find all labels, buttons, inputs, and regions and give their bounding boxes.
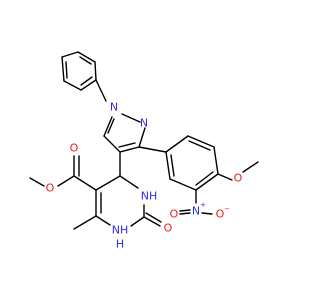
atom-n2: N	[140, 117, 148, 130]
charge-nitro-n: +	[200, 201, 206, 209]
atom-o-methoxy: O	[234, 172, 243, 185]
bond-c2-o	[143, 216, 161, 227]
bond-ester-o	[57, 175, 75, 187]
atom-o-ester: O	[46, 182, 55, 195]
dihydropyrimidinone-ring	[95, 175, 145, 227]
bond-o-methyl-ester	[29, 177, 45, 187]
atom-n1: N	[110, 101, 118, 114]
charge-nitro-o: −	[224, 205, 230, 213]
atom-nh-top: NH	[141, 190, 158, 203]
atom-o-nitro-left: O	[170, 208, 179, 221]
atom-h-bottom: H	[116, 238, 124, 251]
molecule-canvas: N N O N + O O − O O NH NH H O	[29, 51, 259, 251]
atom-o-ester-carbonyl: O	[70, 142, 79, 155]
bond-o-methyl	[242, 161, 259, 173]
atom-o-nitro-right: O	[216, 208, 225, 221]
bond-c2-o-double	[145, 212, 162, 223]
bond-nitro-o-left-double	[179, 209, 191, 212]
bond-nitro-o-left	[179, 212, 191, 215]
methoxy-nitrophenyl-ring	[165, 135, 219, 191]
atom-o-urea: O	[164, 222, 173, 235]
bond-phenyl-n1	[95, 79, 107, 102]
bond-pyrazole-aryl	[138, 146, 167, 153]
phenyl-ring	[61, 51, 97, 91]
structure-diagram: N N O N + O O − O O NH NH H O	[29, 51, 259, 251]
bond-c6-methyl	[73, 215, 97, 230]
bond-c5-ester	[73, 175, 97, 191]
atom-n-nitro: N	[192, 205, 200, 218]
pyrazole-ring	[103, 113, 146, 153]
atom-nh-bottom: NH	[112, 224, 129, 237]
bond-aryl-o-methoxy	[217, 173, 233, 181]
bond-nitro-o-right	[201, 212, 213, 215]
